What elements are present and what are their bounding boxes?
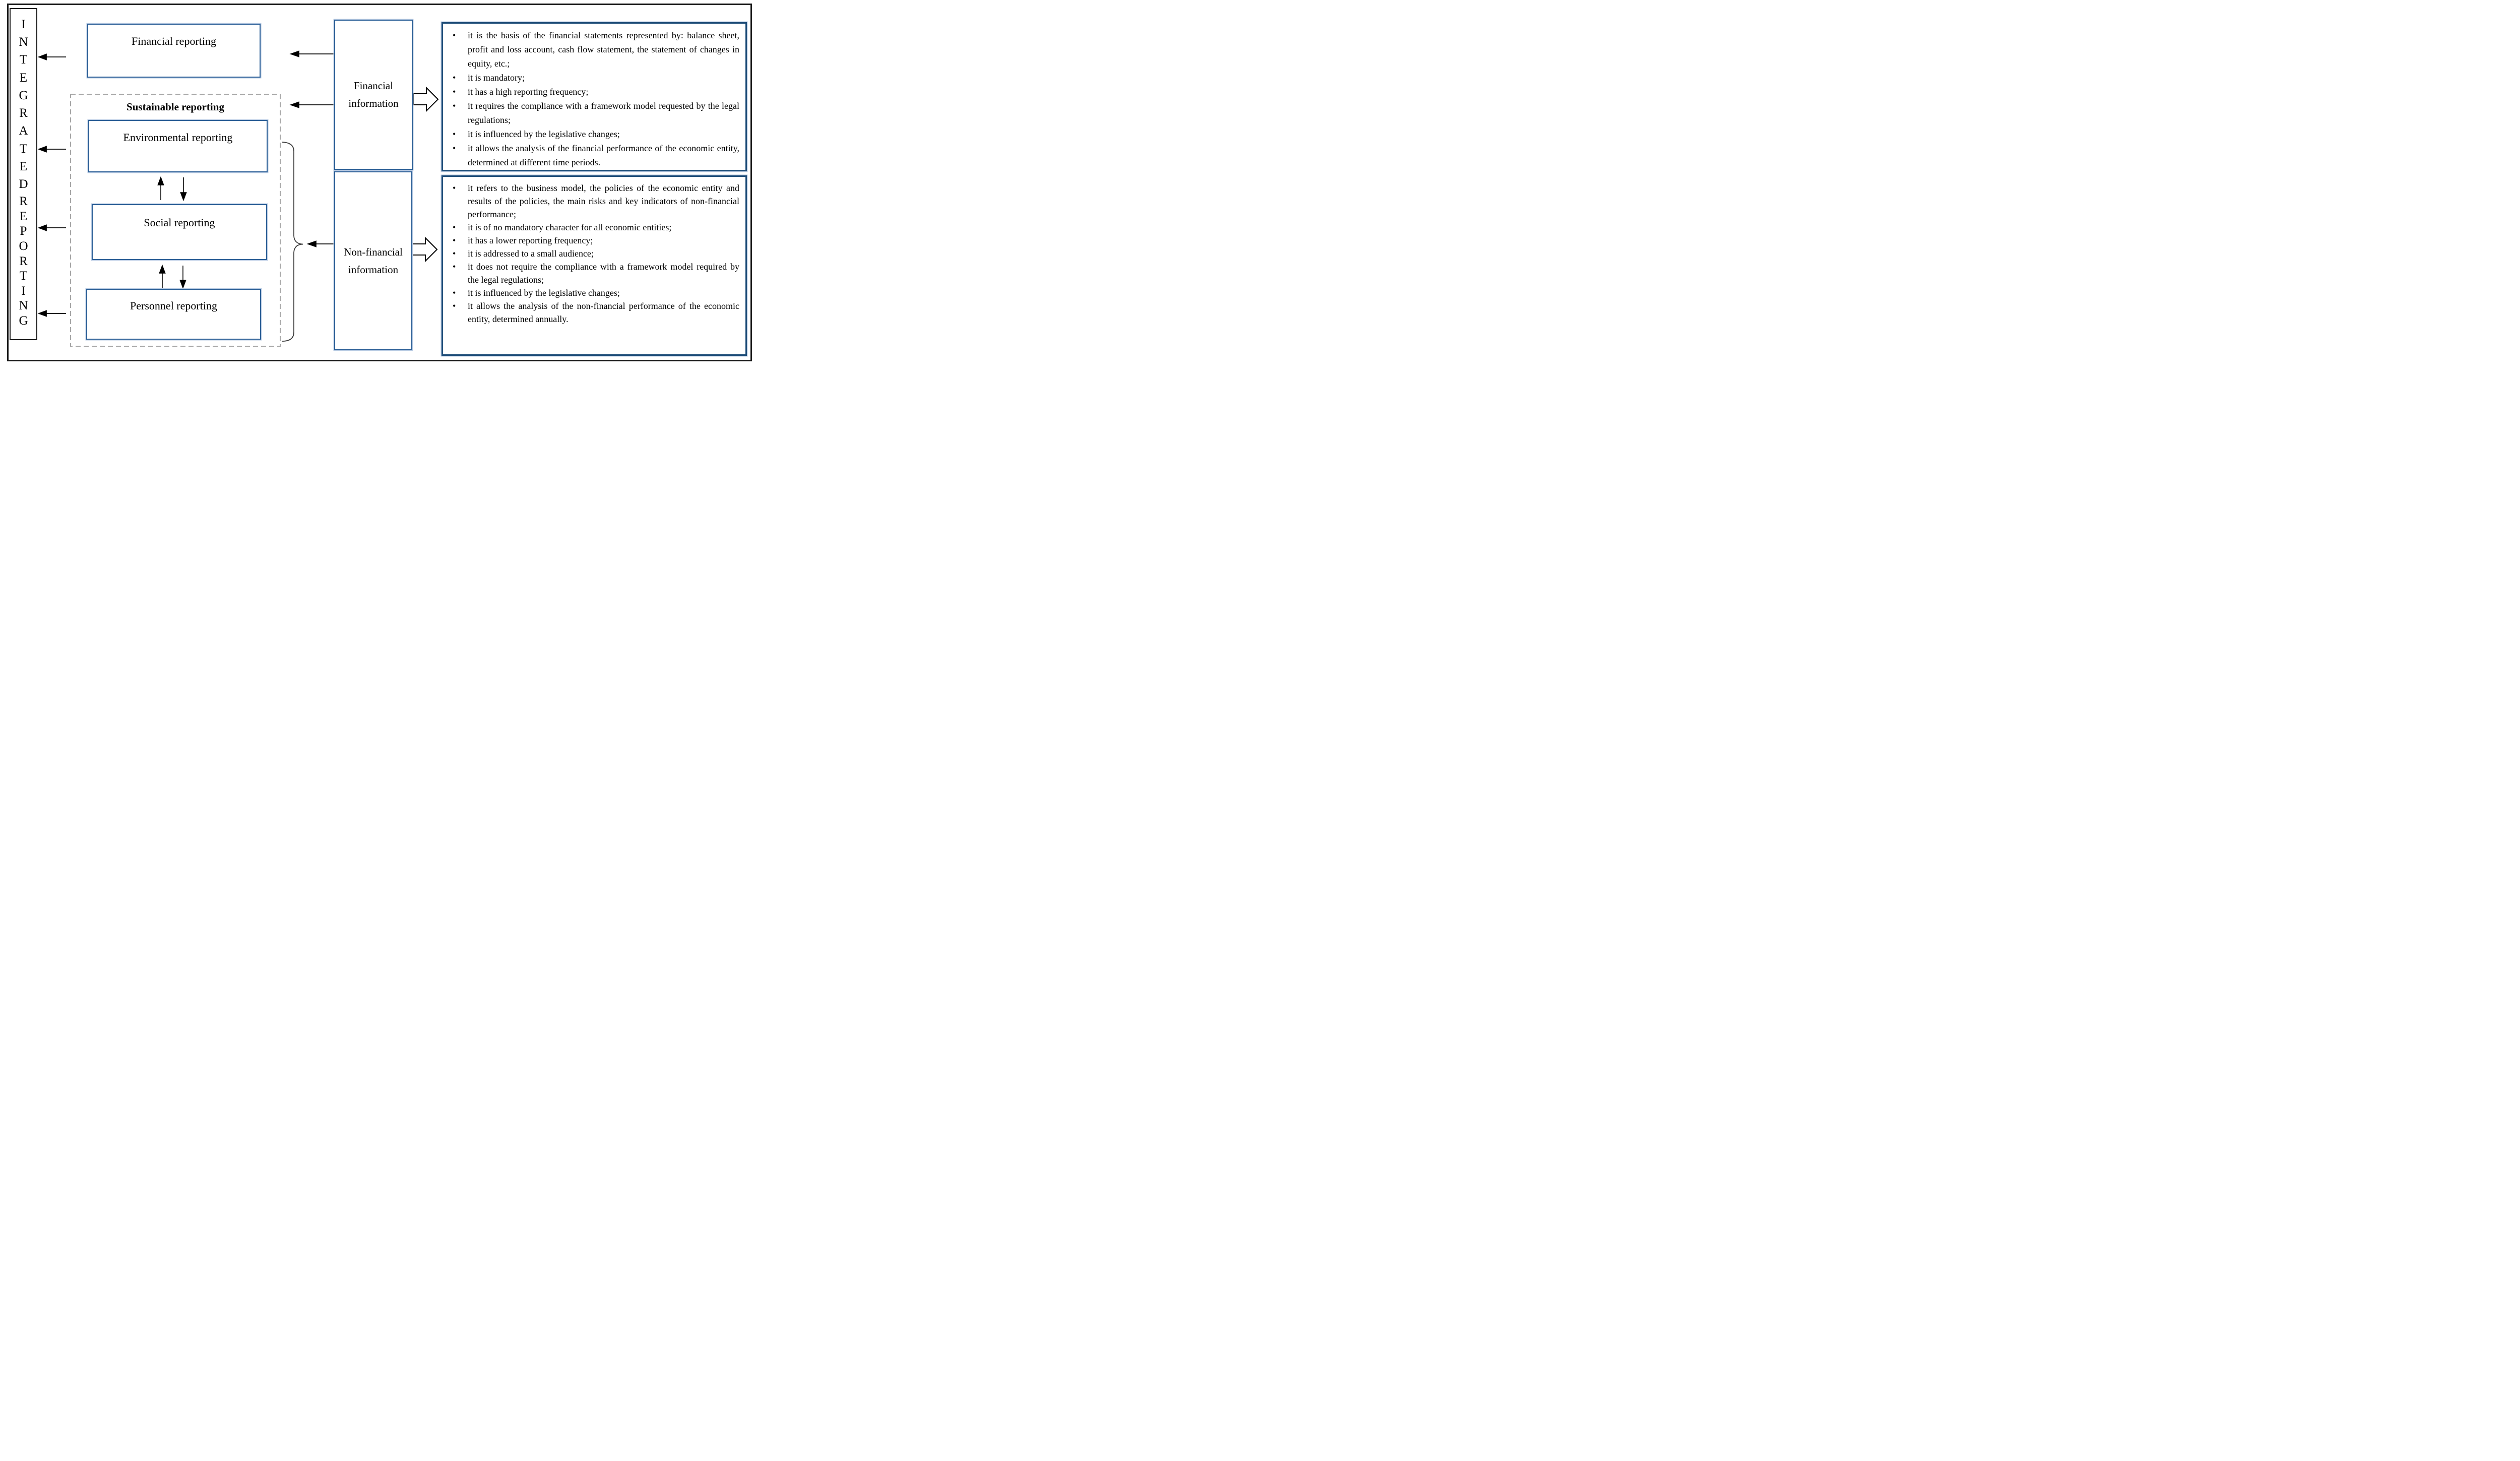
- diagram-outer-border: [7, 4, 752, 361]
- vertical-letter: T: [19, 269, 28, 283]
- financial-information-label: Financial information: [348, 77, 398, 112]
- non-financial-details-box: it refers to the business model, the pol…: [442, 175, 747, 356]
- bullet-item: it is influenced by the legislative chan…: [453, 286, 739, 299]
- vertical-letter: N: [19, 299, 28, 313]
- bullet-item: it has a lower reporting frequency;: [453, 234, 739, 247]
- social-reporting-box: Social reporting: [92, 204, 267, 260]
- non-financial-information-box: Non-financial information: [334, 171, 412, 350]
- vertical-letter: E: [19, 159, 28, 173]
- non-financial-details-list: it refers to the business model, the pol…: [443, 177, 745, 326]
- financial-reporting-box: Financial reporting: [87, 24, 261, 78]
- bullet-item: it is addressed to a small audience;: [453, 247, 739, 260]
- bullet-item: it requires the compliance with a framew…: [453, 99, 739, 127]
- environmental-reporting-label: Environmental reporting: [123, 131, 233, 144]
- bullet-item: it allows the analysis of the non-financ…: [453, 299, 739, 326]
- bullet-item: it is influenced by the legislative chan…: [453, 127, 739, 141]
- non-financial-information-label: Non-financial information: [344, 243, 403, 278]
- vertical-letter: T: [19, 53, 28, 67]
- bullet-item: it is of no mandatory character for all …: [453, 221, 739, 234]
- personnel-reporting-label: Personnel reporting: [130, 299, 217, 312]
- sustainable-reporting-title: Sustainable reporting: [127, 101, 224, 113]
- bullet-item: it is the basis of the financial stateme…: [453, 28, 739, 71]
- vertical-letter: A: [19, 124, 28, 138]
- vertical-letter: R: [19, 254, 28, 268]
- vertical-letter: P: [20, 224, 27, 238]
- vertical-letter: O: [19, 239, 28, 253]
- vertical-letter: T: [19, 142, 28, 156]
- vertical-letter: G: [19, 314, 28, 328]
- bullet-item: it has a high reporting frequency;: [453, 85, 739, 99]
- personnel-reporting-box: Personnel reporting: [86, 289, 261, 340]
- bullet-item: it allows the analysis of the financial …: [453, 141, 739, 169]
- vertical-letter: E: [19, 71, 28, 85]
- bullet-item: it does not require the compliance with …: [453, 260, 739, 286]
- non-financial-information-line1: Non-financial: [344, 245, 403, 258]
- bullet-item: it is mandatory;: [453, 71, 739, 85]
- vertical-letter: I: [21, 284, 26, 298]
- financial-details-list: it is the basis of the financial stateme…: [443, 24, 745, 169]
- vertical-letter: R: [19, 106, 28, 120]
- vertical-letter: E: [19, 209, 28, 223]
- financial-details-box: it is the basis of the financial stateme…: [442, 22, 747, 171]
- bullet-item: it refers to the business model, the pol…: [453, 181, 739, 221]
- vertical-letter: G: [19, 88, 28, 102]
- vertical-letter: N: [19, 35, 28, 49]
- financial-information-line2: information: [348, 97, 399, 109]
- financial-reporting-label: Financial reporting: [131, 35, 216, 47]
- financial-information-box: Financial information: [334, 20, 413, 170]
- non-financial-information-line2: information: [348, 263, 399, 276]
- financial-information-line1: Financial: [353, 80, 394, 92]
- vertical-letter: R: [19, 195, 28, 208]
- social-reporting-label: Social reporting: [144, 216, 215, 229]
- vertical-letter: I: [21, 18, 26, 31]
- vertical-letter: D: [19, 177, 28, 191]
- environmental-reporting-box: Environmental reporting: [88, 120, 268, 172]
